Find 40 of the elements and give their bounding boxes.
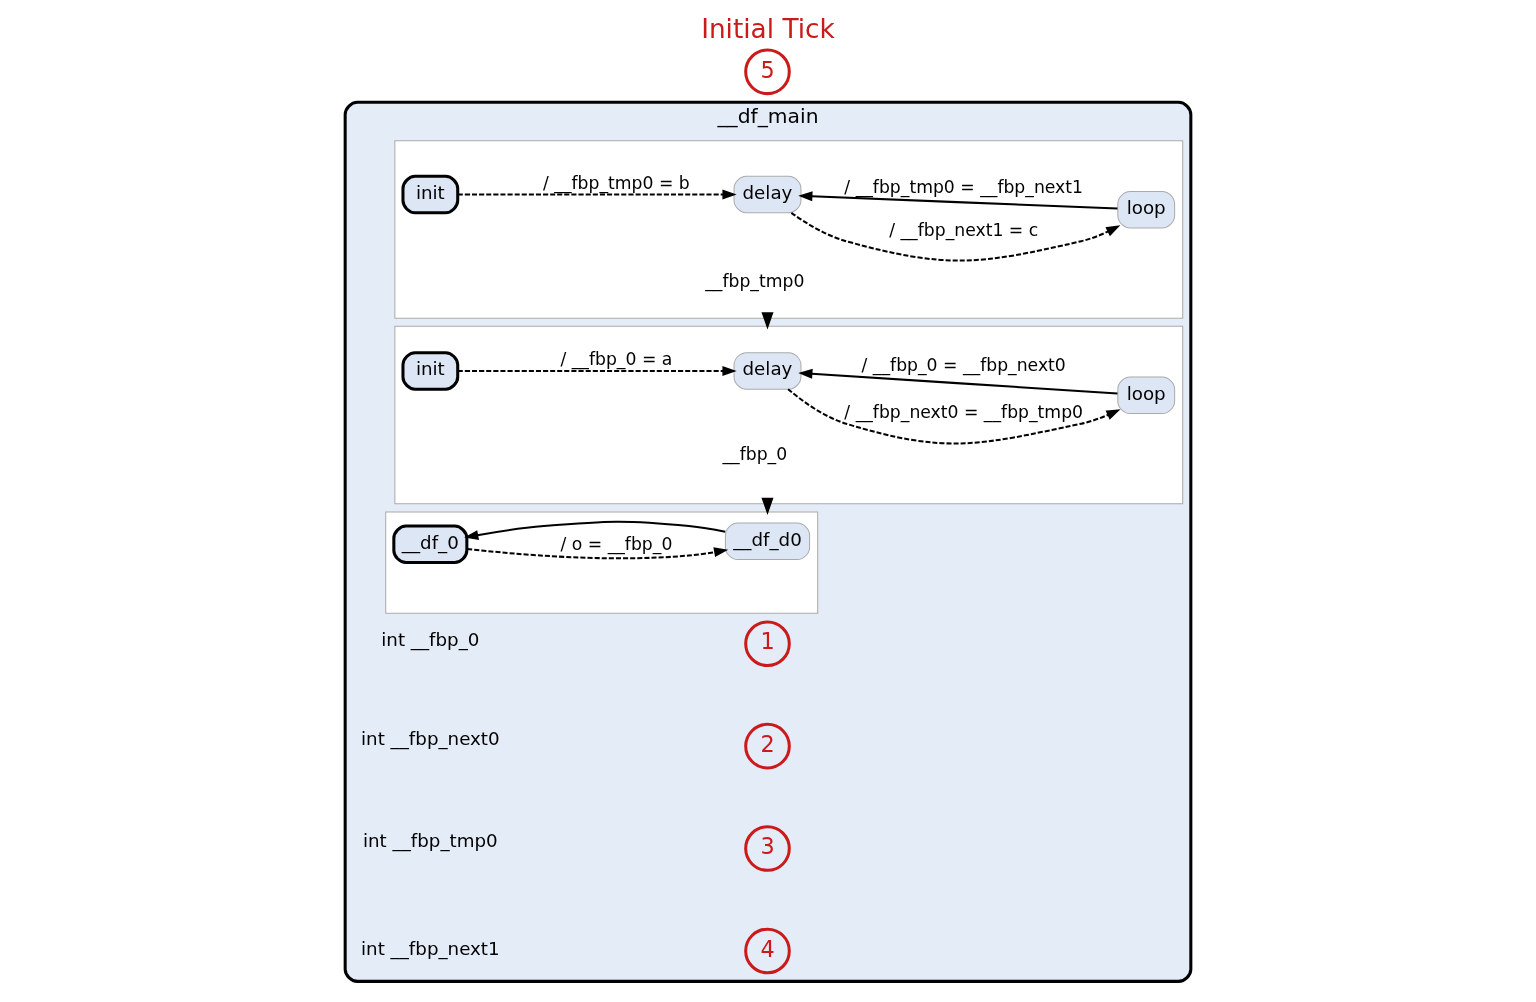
arrow [787,388,1121,445]
node-circle: 1 [744,620,791,668]
edge-label: __fbp_tmp0 [705,270,805,291]
arrow [790,212,1121,262]
arrow [798,368,1118,395]
arrow [761,312,774,330]
edge-label: / __fbp_tmp0 = b [543,173,690,194]
node-box: __df_0 [392,524,469,565]
edge-label: / __fbp_next0 = __fbp_tmp0 [844,402,1084,423]
edge-label: __fbp_0 [722,444,788,465]
node-box: init [401,351,460,391]
arrow [457,189,737,200]
cluster [394,325,1184,505]
label: int __fbp_0 [381,629,480,651]
edge-label: / o = __fbp_0 [560,534,673,555]
node-box: loop [1117,376,1176,415]
node-box: loop [1117,190,1176,229]
arrow [457,365,737,376]
diagram-title: Initial Tick [701,13,835,44]
node-circle: 4 [744,927,791,975]
label: int __fbp_tmp0 [362,829,498,851]
arrow [464,520,726,540]
node-box: init [401,174,460,215]
node-box: delay [733,175,802,214]
edge-label: / __fbp_tmp0 = __fbp_next1 [844,177,1084,198]
cluster [385,511,819,614]
label: int __fbp_next1 [361,938,500,960]
arrow [761,497,774,515]
edge-label: / __fbp_next1 = c [889,219,1039,240]
arrow [798,191,1118,210]
label: int __fbp_next0 [361,727,500,749]
node-circle: 3 [744,825,791,872]
node-box: __df_d0 [724,522,811,561]
node-circle: 2 [744,722,791,770]
node-box: delay [733,352,802,390]
cluster [394,140,1184,319]
edge-label: / __fbp_0 = __fbp_next0 [861,354,1066,375]
arrow [467,547,729,560]
node-circle: 5 [744,48,791,96]
edge-label: / __fbp_0 = a [560,349,673,370]
